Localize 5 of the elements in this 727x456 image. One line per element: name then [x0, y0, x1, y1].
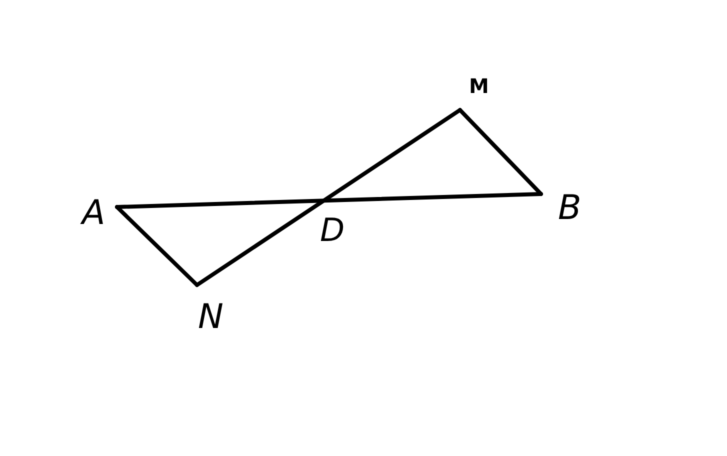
point-label: N [198, 300, 224, 334]
point-label: A [82, 196, 106, 230]
point-label: M [469, 76, 489, 96]
point-label: B [558, 191, 582, 225]
point-label: D [320, 214, 345, 246]
